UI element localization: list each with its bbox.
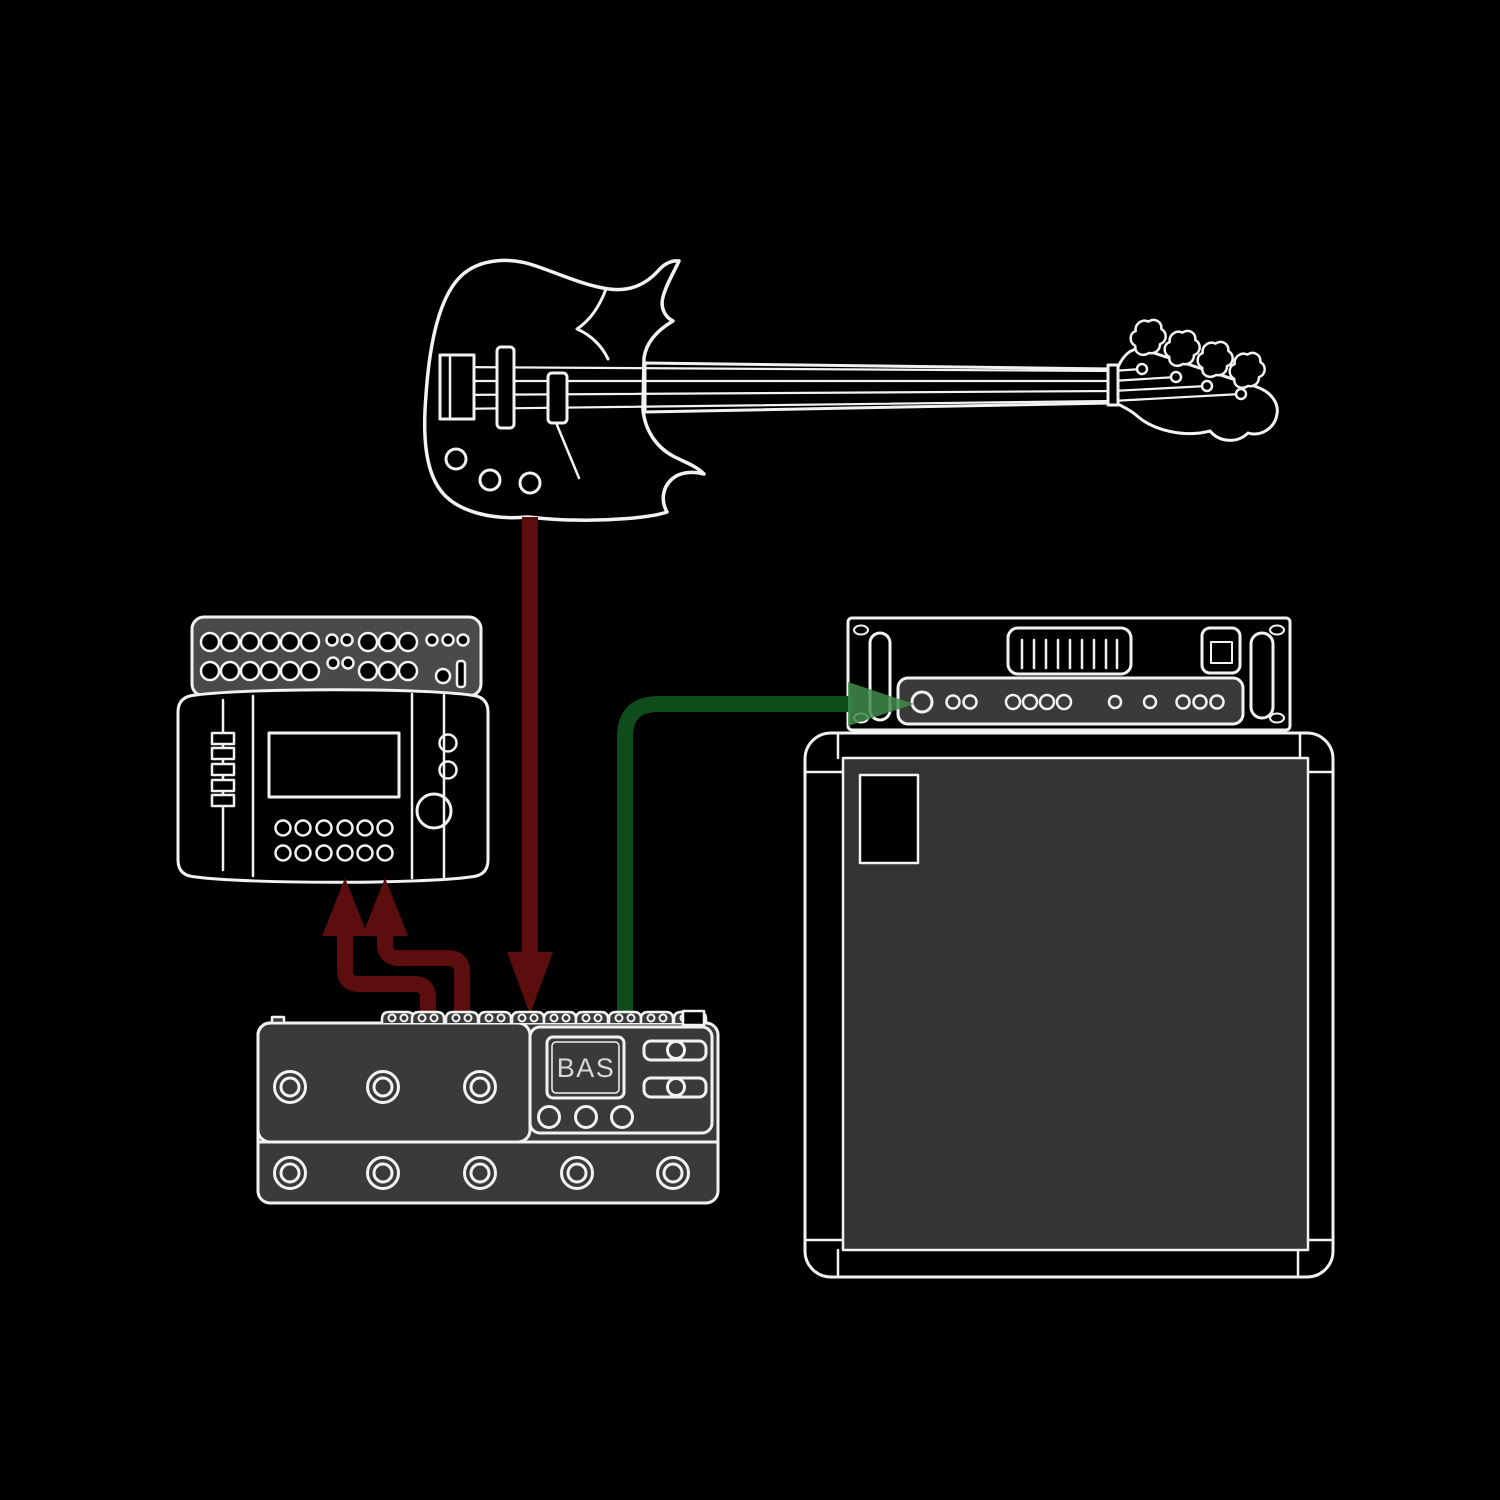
pedal-display: BAS [545, 1035, 626, 1100]
pedal-power-inlet [681, 1009, 706, 1027]
cab-grille [841, 756, 1310, 1252]
mixer-fader [210, 731, 236, 808]
amp-front-panel [896, 676, 1245, 726]
cab-badge [858, 773, 920, 865]
speaker-cabinet [803, 731, 1335, 1279]
pedal-toggle-buttons [642, 1039, 708, 1099]
amp-vent [1006, 626, 1133, 676]
amp-input-jack [910, 690, 934, 714]
cables [322, 517, 914, 1020]
amp-handle-right [1249, 631, 1275, 720]
pedalboard: BAS [256, 1009, 720, 1205]
pedal-display-text: BAS [557, 1053, 616, 1083]
mixer-rear-panel [190, 615, 483, 698]
amp-head [846, 616, 1292, 732]
cable-pedal-to-mixer-b [377, 930, 470, 1020]
pedal-rear-jacks [270, 1009, 708, 1027]
amp-power-switch [1200, 626, 1242, 675]
guitar-horn-curl [575, 287, 610, 361]
pedal-rear-nub [270, 1015, 286, 1025]
guitar-pickguard-line [555, 423, 581, 480]
bass-guitar [422, 258, 1279, 522]
guitar-pickup-neckside [495, 345, 516, 430]
guitar-bridge [438, 353, 476, 421]
mixer-display [267, 731, 401, 799]
arrowhead-guitar-to-pedal [507, 952, 553, 1014]
cable-pedal-to-amp [617, 696, 852, 1018]
cable-pedal-to-mixer-a [337, 930, 436, 1020]
arrowhead-pedal-to-amp [848, 682, 914, 726]
guitar-nut [1106, 363, 1120, 407]
pedal-control-panel [528, 1025, 714, 1135]
guitar-control-knobs [444, 447, 542, 495]
mixer-rear-jacks [199, 631, 470, 689]
pedal-knobs [537, 1105, 634, 1129]
mixer-knobs [415, 733, 458, 830]
cab-corner-trim [803, 731, 1335, 1279]
arrowhead-pedal-to-mixer-a [322, 878, 368, 936]
arrowhead-pedal-to-mixer-b [362, 878, 408, 936]
mixer [176, 615, 490, 884]
guitar-pickup-bridgeside [546, 371, 569, 425]
guitar-string-posts [1135, 362, 1248, 401]
amp-panel-controls [945, 693, 1225, 711]
mixer-buttons [274, 819, 394, 862]
